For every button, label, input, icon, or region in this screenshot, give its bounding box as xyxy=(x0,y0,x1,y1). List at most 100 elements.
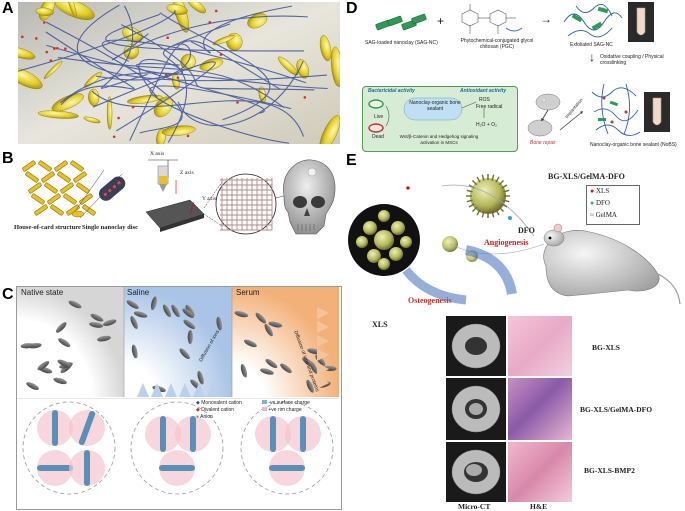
saline-label: Saline xyxy=(127,288,150,297)
polymer-fiber xyxy=(149,85,292,144)
clay-platelet xyxy=(130,316,138,329)
ion-dot xyxy=(214,9,218,13)
clay-platelet-edge xyxy=(37,465,73,471)
polymer-fiber xyxy=(60,72,328,104)
clay-disc xyxy=(18,67,43,90)
clay-disc xyxy=(106,96,113,130)
clay-disc xyxy=(51,93,84,112)
polymer-fiber xyxy=(101,39,307,84)
clay-platelet xyxy=(268,321,283,328)
ion-dot xyxy=(176,76,180,79)
nobs-network xyxy=(591,83,641,136)
clay-platelet xyxy=(20,343,35,349)
panel-c-legend-charge: -ve surface charge +ve rim charge xyxy=(262,400,340,414)
clay-platelet xyxy=(302,357,314,367)
legend-anion: Anion xyxy=(200,414,213,420)
polymer-fiber xyxy=(105,13,305,52)
ion-dot xyxy=(64,47,67,51)
ion-arrow xyxy=(207,383,219,397)
plus-sign: + xyxy=(437,14,445,28)
clay-platelet xyxy=(89,322,104,328)
scaffold-branch xyxy=(374,230,394,250)
clay-card xyxy=(31,193,45,205)
clay-platelet xyxy=(131,344,138,359)
ion-dot xyxy=(21,35,24,39)
clay-platelet xyxy=(216,316,223,331)
sphere-spike xyxy=(468,203,475,208)
clay-platelet-edge xyxy=(270,416,276,452)
clay-platelet xyxy=(57,359,71,367)
clay-disc xyxy=(161,125,196,136)
sphere-spike xyxy=(495,209,500,216)
clay-platelet xyxy=(255,312,267,324)
clay-disc xyxy=(18,46,36,60)
panel-c-frame xyxy=(16,286,342,510)
e-legend-box xyxy=(586,185,640,225)
he-bg-xls-bmp2 xyxy=(508,442,572,502)
ion-dot xyxy=(303,96,307,99)
bactericidal-label: Bactericidal activity xyxy=(368,88,415,94)
clay-platelet xyxy=(133,311,148,318)
clay-platelet-edge xyxy=(78,410,96,446)
clay-platelet-edge xyxy=(84,450,90,486)
sphere-spike xyxy=(481,174,485,181)
polymer-fiber xyxy=(177,60,304,127)
scaffold-branch xyxy=(389,247,403,261)
row-label-bg-xls: BG-XLS xyxy=(592,343,620,352)
clay-card xyxy=(25,171,39,183)
exfoliated-sag-nc xyxy=(563,3,623,38)
clay-platelet xyxy=(126,300,139,309)
legend-neg-surface: -ve surface charge xyxy=(268,400,310,406)
clay-platelet xyxy=(260,368,274,375)
panel-c-states xyxy=(17,287,339,397)
microct-implants xyxy=(451,323,501,495)
scaffold-branch xyxy=(400,236,412,248)
clay-platelet xyxy=(58,338,71,347)
clay-disc xyxy=(88,88,100,107)
clay-disc xyxy=(65,2,77,18)
clay-platelet xyxy=(55,322,67,333)
sphere-spike xyxy=(476,209,481,216)
clay-card xyxy=(38,160,52,172)
clay-card xyxy=(41,171,55,183)
dead-label: Dead xyxy=(372,134,384,140)
clay-platelet xyxy=(162,304,172,318)
protein-arrow xyxy=(317,363,329,375)
sag-nanoclay-icon xyxy=(375,13,427,31)
clay-platelet xyxy=(102,319,117,326)
sphere-spike xyxy=(466,199,473,203)
down-arrow: ↓ xyxy=(589,50,595,64)
nobs-vial-photo xyxy=(644,92,670,132)
clay-platelet xyxy=(171,304,180,318)
e-legend-gelma: ≈ GelMA xyxy=(590,211,617,219)
protein-arrow xyxy=(317,349,329,361)
ion-arrow xyxy=(151,383,163,397)
clay-platelet-edge xyxy=(269,465,305,471)
clay-platelet-edge xyxy=(52,410,58,446)
polymer-fiber xyxy=(45,31,135,106)
e-legend-dfo-text: DFO xyxy=(595,199,610,207)
ion-arrow xyxy=(193,383,205,397)
he-bg-xls xyxy=(508,316,572,376)
clay-platelet-edge xyxy=(190,416,196,452)
pgc-structure xyxy=(461,4,523,34)
clay-card xyxy=(54,160,68,172)
ion-dot xyxy=(117,116,120,120)
polymer-fiber xyxy=(135,63,265,114)
ion-dot xyxy=(52,47,56,50)
legend-item-anion: ● Anion xyxy=(196,414,213,420)
clay-platelet xyxy=(240,363,248,378)
clay-card xyxy=(34,204,48,216)
activity-diagram xyxy=(368,97,485,133)
panel-e-illustration xyxy=(348,174,681,305)
sphere-spike xyxy=(501,203,508,208)
polymer-fiber xyxy=(92,61,216,132)
polymer-fiber xyxy=(111,15,308,61)
clay-disc xyxy=(296,59,310,79)
clay-platelet xyxy=(53,377,67,385)
clay-platelet xyxy=(234,311,249,318)
clay-disc xyxy=(277,56,299,76)
clay-platelet xyxy=(182,308,194,319)
bone-repair-label: Bone repair xyxy=(530,140,556,146)
ion-arrow xyxy=(179,383,191,397)
